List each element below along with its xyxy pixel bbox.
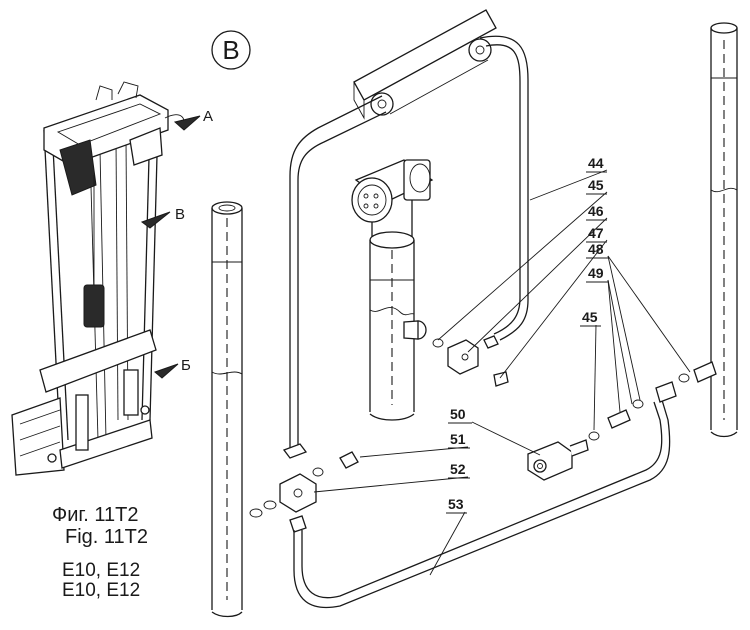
arrow-a-label: A [203, 108, 213, 125]
arrow-b-label: B [175, 206, 185, 223]
arrow-c-label: Б [181, 357, 191, 374]
callout-46: 46 [588, 203, 604, 219]
callout-48: 48 [588, 241, 604, 257]
figure-caption-en: Fig. 11T2 [65, 526, 148, 548]
model-list-2: E10, E12 [62, 580, 141, 601]
callout-53: 53 [448, 496, 464, 512]
tee-block-52 [249, 443, 359, 533]
arrow-b [140, 211, 171, 229]
valve-50 [527, 361, 717, 481]
pulley-bracket [353, 9, 497, 120]
center-cylinder [351, 159, 434, 421]
fitting-group-upper [432, 335, 509, 387]
view-b-badge: B [211, 30, 251, 70]
callout-45: 45 [588, 177, 604, 193]
figure-caption-ru: Фиг. 11Т2 [52, 504, 139, 526]
arrow-a [173, 115, 201, 131]
mast-overview: A B Б [11, 81, 213, 476]
left-cylinder [211, 201, 243, 618]
callout-labels: 44 45 46 47 48 49 45 50 51 52 53 [446, 155, 609, 514]
view-b-label: B [222, 35, 239, 65]
callout-47: 47 [588, 225, 604, 241]
arrow-c [154, 363, 179, 379]
callout-52: 52 [450, 461, 466, 477]
hose-left [289, 95, 387, 450]
callout-49: 49 [588, 265, 604, 281]
callout-45-lower: 45 [582, 309, 598, 325]
callout-50: 50 [450, 406, 466, 422]
hose-53 [293, 381, 677, 608]
leader-lines [313, 169, 691, 576]
model-list-1: E10, E12 [62, 560, 141, 581]
hose-44 [479, 35, 529, 341]
callout-44: 44 [588, 155, 604, 171]
callout-51: 51 [450, 431, 466, 447]
